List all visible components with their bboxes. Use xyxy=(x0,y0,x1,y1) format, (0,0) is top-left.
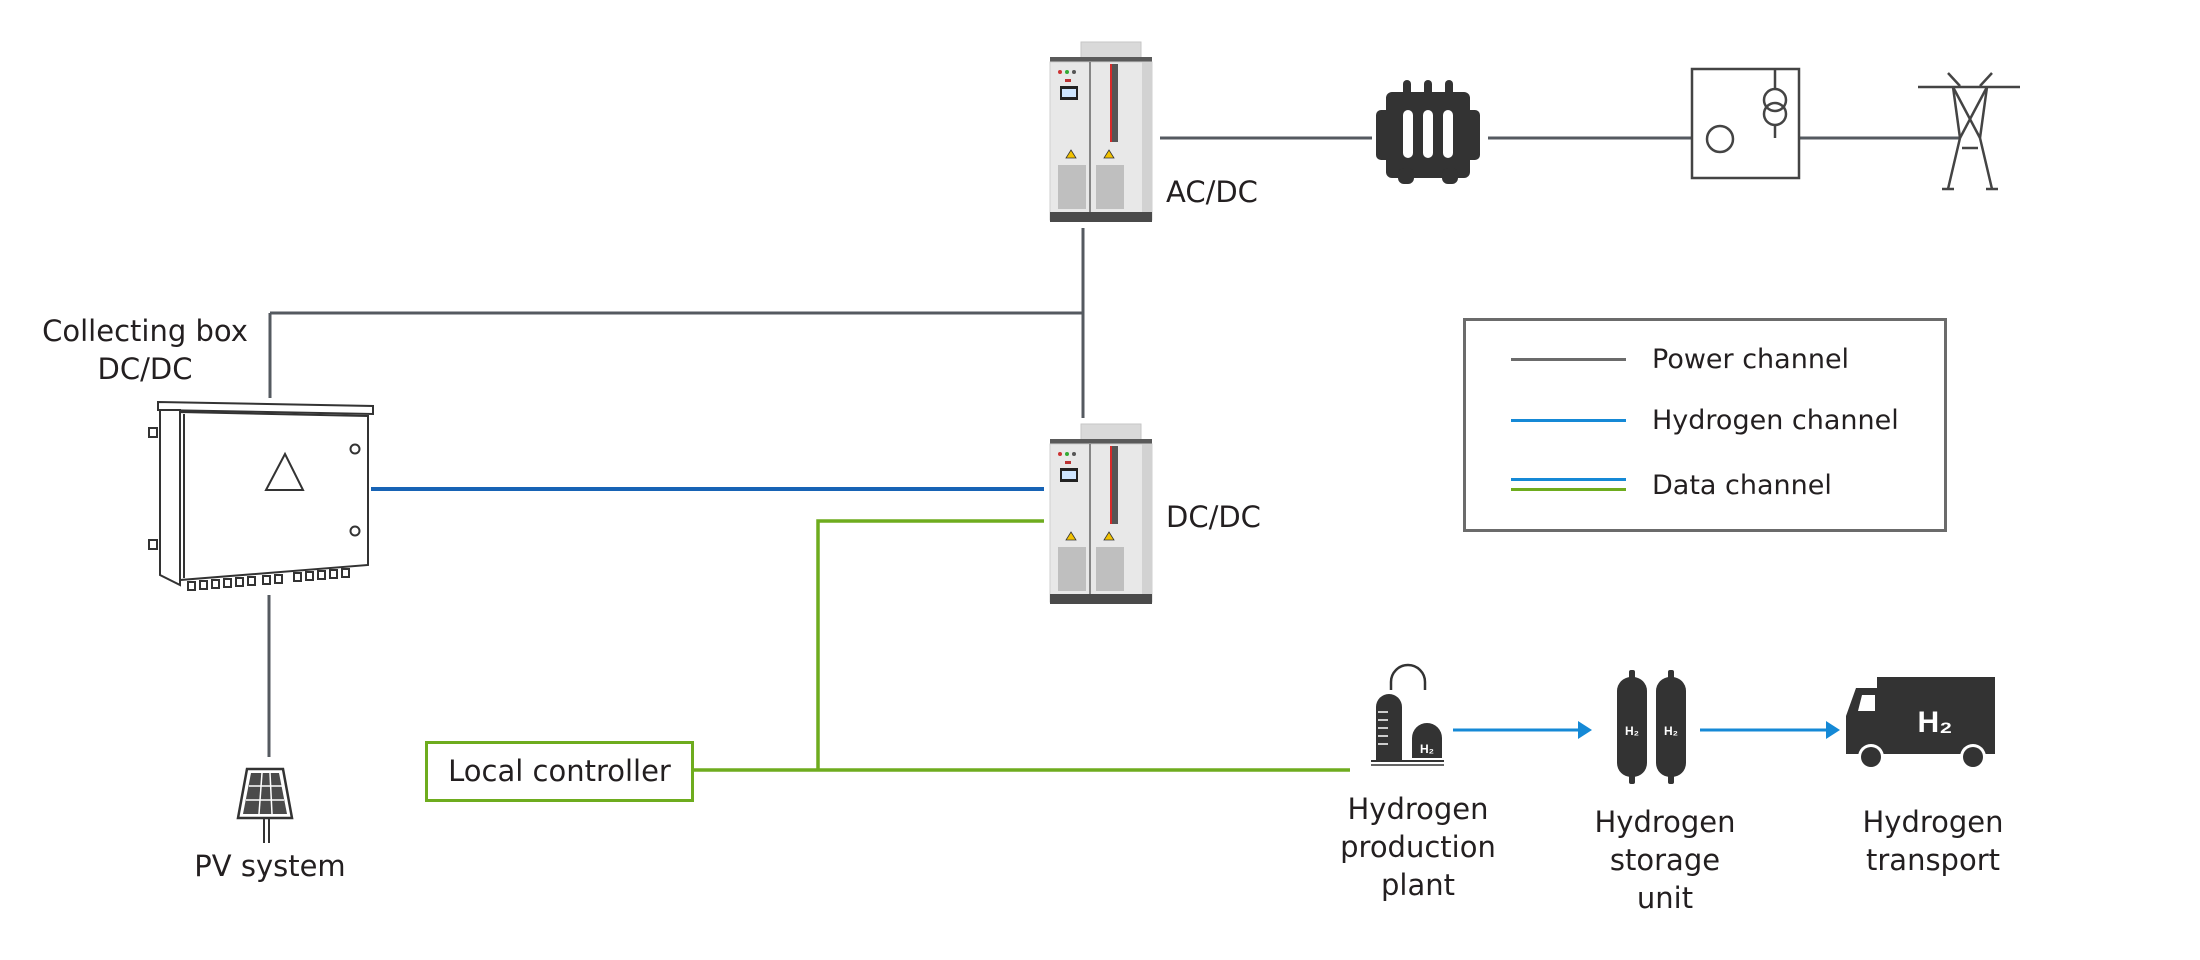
substation[interactable] xyxy=(1690,67,1801,180)
h2-badge-plant: H₂ xyxy=(1420,742,1434,756)
hydrogen-truck-icon: H₂ xyxy=(1846,677,1995,770)
hydrogen-production-label: Hydrogen production plant xyxy=(1318,790,1518,904)
legend-label: Data channel xyxy=(1652,470,1832,501)
hydrogen-channel-swatch xyxy=(1511,419,1626,422)
hydrogen-storage-label: Hydrogen storage unit xyxy=(1565,803,1765,917)
legend-item-power: Power channel xyxy=(1466,340,1944,380)
hydrogen-storage-unit[interactable]: H₂ H₂ xyxy=(1617,670,1686,784)
data-line-dcdc xyxy=(816,519,1044,770)
solar-panel-icon xyxy=(236,767,294,843)
hydrogen-plant-icon: H₂ xyxy=(1371,663,1444,766)
ac-dc-label: AC/DC xyxy=(1166,175,1258,209)
local-controller[interactable]: Local controller xyxy=(425,741,694,802)
data-channel-swatch-blue xyxy=(1511,478,1626,481)
substation-icon xyxy=(1690,67,1801,180)
arrow-head-transport xyxy=(1826,721,1840,739)
hydrogen-tank-icon: H₂ H₂ xyxy=(1617,670,1686,784)
label-line: plant xyxy=(1381,868,1455,902)
pv-system-label: PV system xyxy=(194,849,346,883)
h2-badge-tank-1: H₂ xyxy=(1625,724,1639,738)
legend-label: Hydrogen channel xyxy=(1652,405,1899,436)
data-lines xyxy=(694,519,1350,772)
transmission-tower-icon xyxy=(1918,72,2020,191)
legend-item-hydrogen: Hydrogen channel xyxy=(1466,401,1944,441)
legend-label: Power channel xyxy=(1652,344,1850,375)
label-line: transport xyxy=(1866,843,2000,877)
label-line: storage xyxy=(1609,843,1721,877)
label-line: production xyxy=(1340,830,1496,864)
combiner-box-icon xyxy=(148,400,374,591)
collecting-box-label: Collecting box DC/DC xyxy=(20,312,270,388)
h2-badge-tank-2: H₂ xyxy=(1664,724,1678,738)
legend: Power channel Hydrogen channel Data chan… xyxy=(1463,318,1947,532)
label-line: Hydrogen xyxy=(1862,805,2004,839)
data-channel-swatch-green xyxy=(1511,488,1626,491)
label-line: unit xyxy=(1636,881,1694,915)
label-line: Hydrogen xyxy=(1594,805,1736,839)
collecting-box-label-line1: Collecting box xyxy=(42,314,248,348)
transformer[interactable] xyxy=(1376,80,1480,184)
collecting-box[interactable] xyxy=(148,400,374,591)
transformer-icon xyxy=(1376,80,1480,184)
hydrogen-transport[interactable]: H₂ xyxy=(1846,677,1995,770)
dc-dc-cabinet[interactable] xyxy=(1049,423,1153,604)
cable-glands xyxy=(187,568,350,591)
hydrogen-production-plant[interactable]: H₂ xyxy=(1371,663,1444,766)
label-line: Hydrogen xyxy=(1347,792,1489,826)
pv-system[interactable] xyxy=(236,767,294,843)
arrow-head-storage xyxy=(1578,721,1592,739)
h2-badge-truck: H₂ xyxy=(1918,706,1953,739)
power-channel-swatch xyxy=(1511,358,1626,361)
grid-tower[interactable] xyxy=(1918,72,2020,191)
ac-dc-cabinet[interactable] xyxy=(1049,41,1153,222)
power-cabinet-icon xyxy=(1049,41,1153,222)
legend-item-data: Data channel xyxy=(1466,466,1944,506)
power-cabinet-icon xyxy=(1049,423,1153,604)
dc-dc-label: DC/DC xyxy=(1166,500,1261,534)
collecting-box-label-line2: DC/DC xyxy=(97,352,193,386)
hydrogen-arrows xyxy=(1453,721,1840,739)
hydrogen-transport-label: Hydrogen transport xyxy=(1833,803,2033,879)
power-lines xyxy=(267,136,1960,757)
